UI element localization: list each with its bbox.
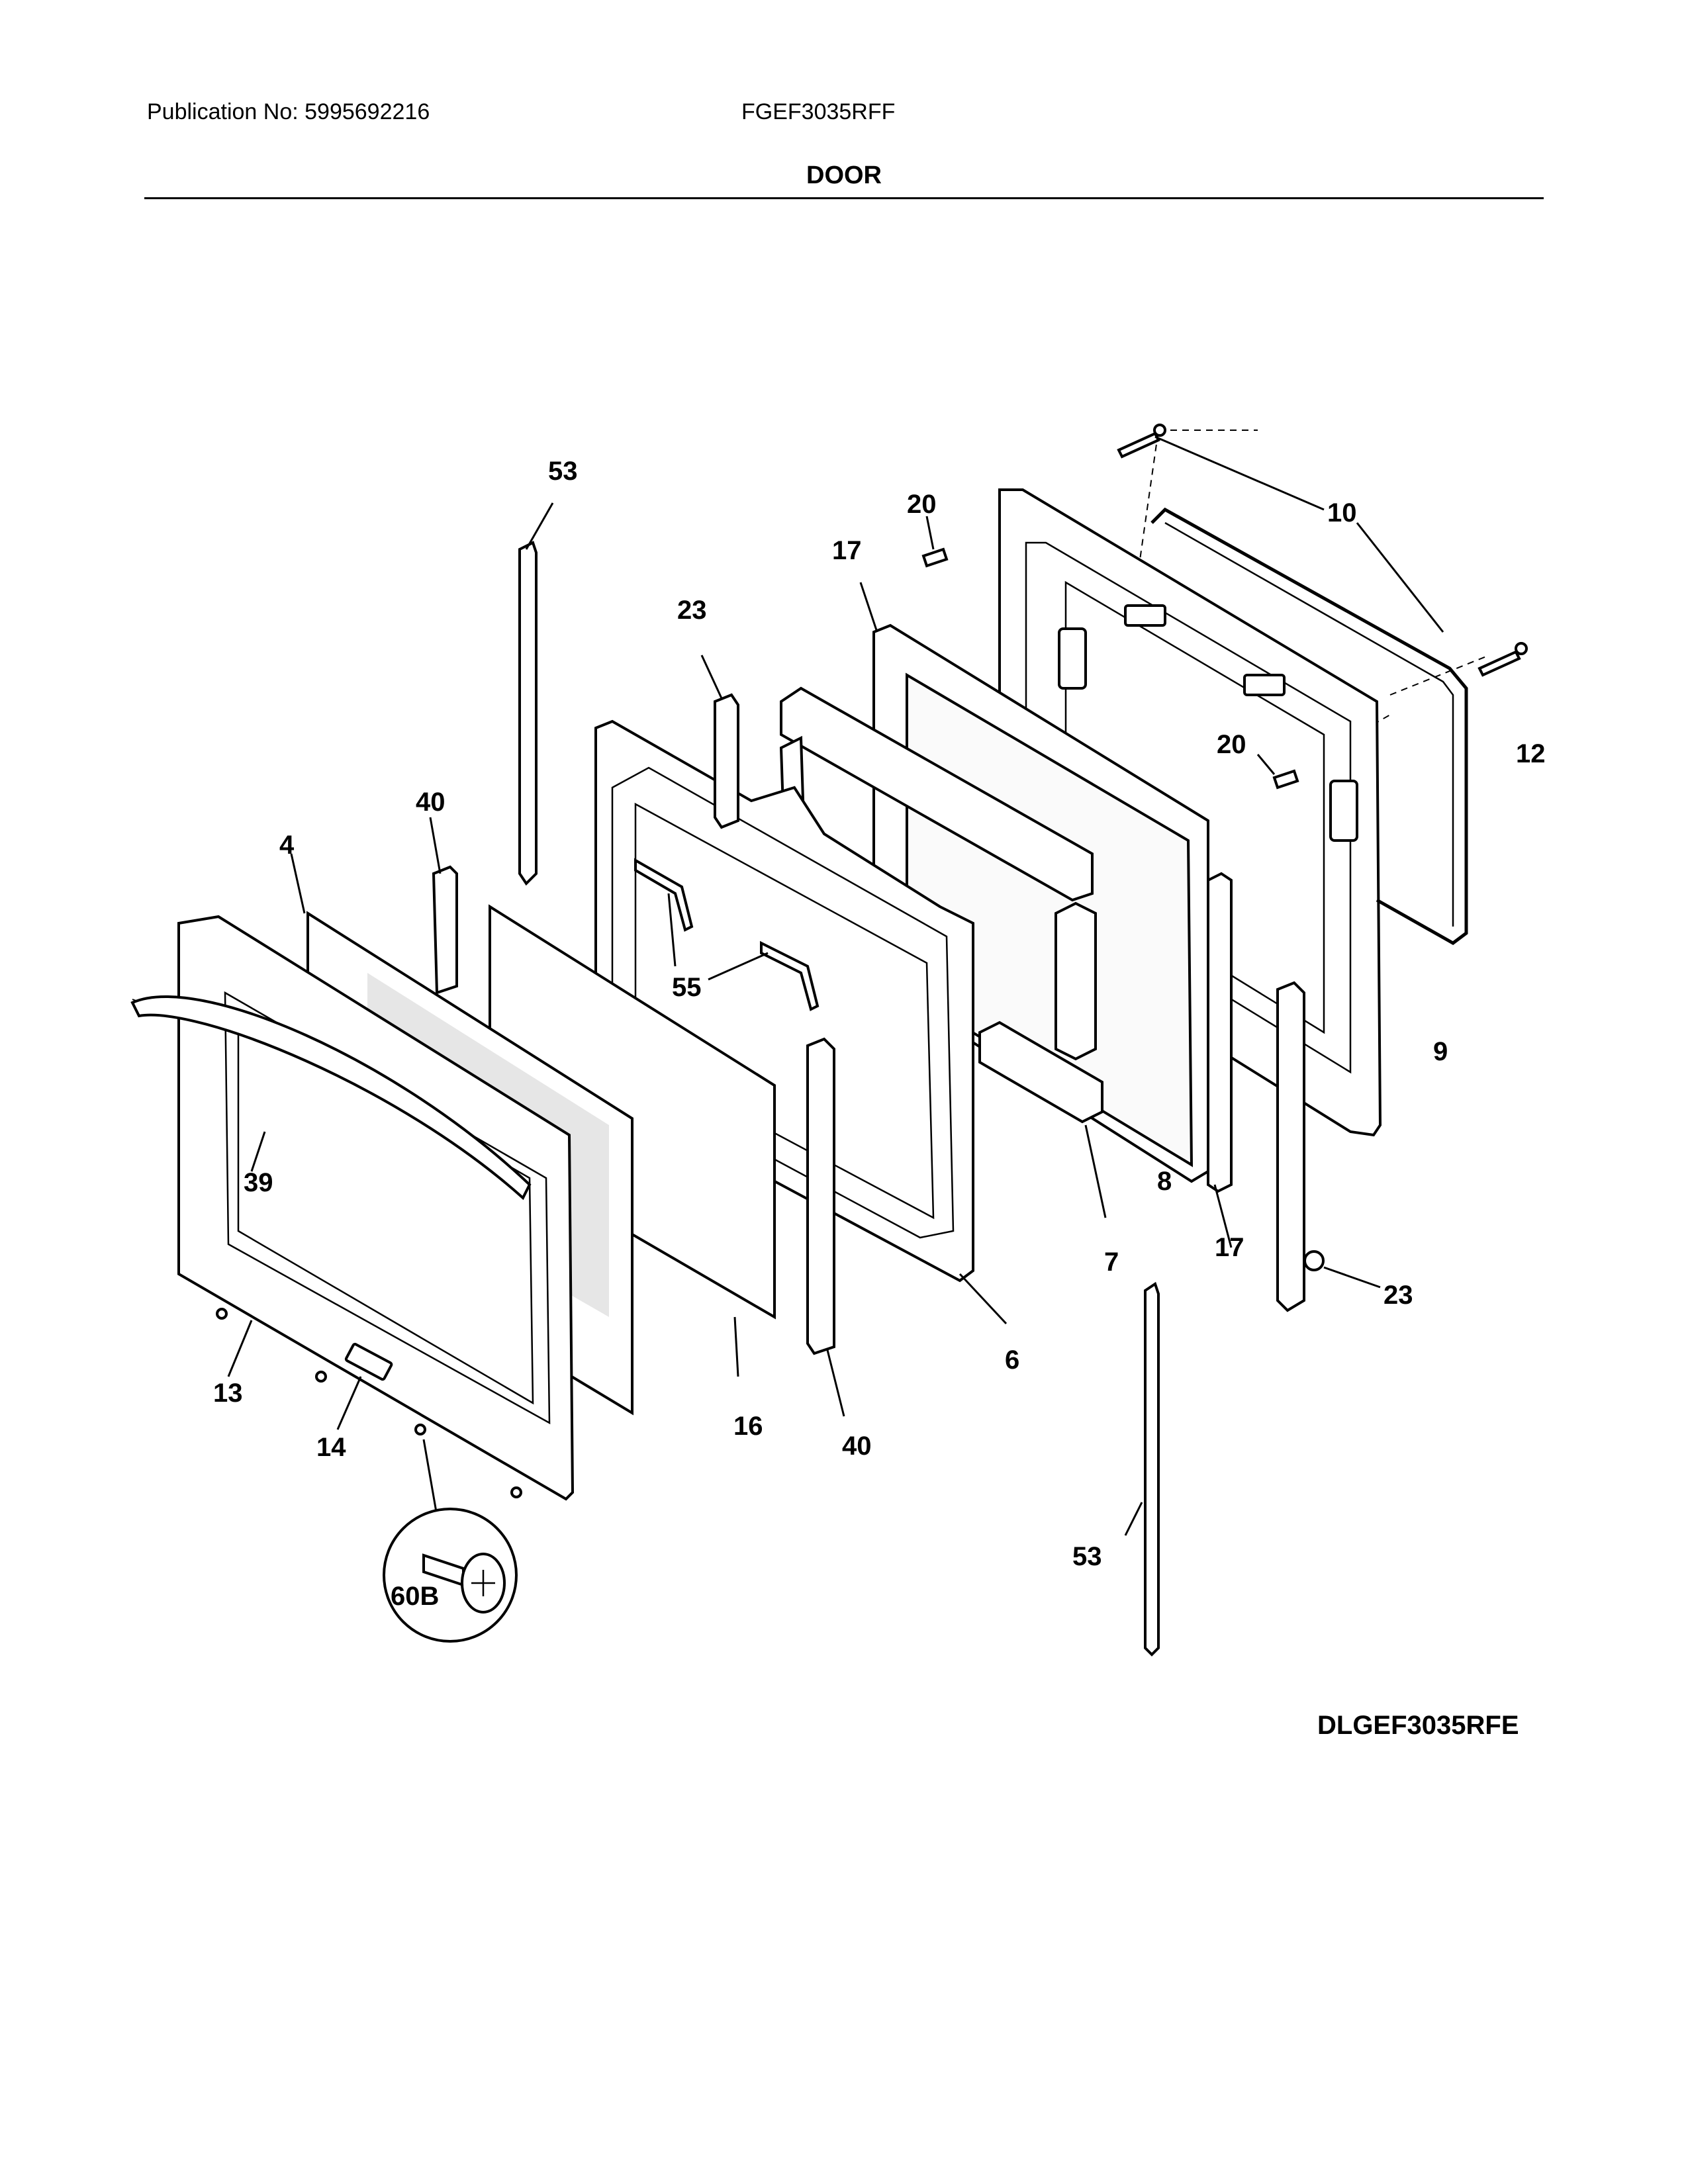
door-hinges xyxy=(700,655,1381,1312)
callout-12: 12 xyxy=(1516,739,1546,768)
diagram-code: DLGEF3035RFE xyxy=(1317,1711,1519,1740)
glass-clips xyxy=(921,516,1299,790)
door-screws xyxy=(216,1308,522,1516)
door-gasket xyxy=(1150,507,1468,945)
callout-17-top: 17 xyxy=(832,536,862,565)
callout-9: 9 xyxy=(1433,1037,1448,1066)
screw-detail xyxy=(383,1508,518,1643)
callout-23-top: 23 xyxy=(677,596,707,625)
side-trims xyxy=(518,502,1160,1657)
callout-53-bottom: 53 xyxy=(1072,1542,1102,1571)
callout-14: 14 xyxy=(316,1433,346,1462)
callout-40-bottom: 40 xyxy=(842,1432,872,1461)
callout-60b: 60B xyxy=(391,1582,439,1611)
callout-13: 13 xyxy=(213,1379,243,1408)
header-divider xyxy=(144,197,1544,199)
callout-20-right: 20 xyxy=(1217,730,1246,759)
callout-8: 8 xyxy=(1157,1167,1172,1196)
callout-7: 7 xyxy=(1104,1248,1119,1277)
door-handle xyxy=(130,995,532,1201)
callout-55: 55 xyxy=(672,973,702,1002)
model-number: FGEF3035RFF xyxy=(741,99,896,124)
callout-20-top: 20 xyxy=(907,490,937,519)
liner-brackets xyxy=(634,858,820,1011)
callout-16: 16 xyxy=(733,1412,763,1441)
callout-6: 6 xyxy=(1005,1345,1019,1375)
callout-23-bottom: 23 xyxy=(1383,1281,1413,1310)
publication-number: Publication No: 5995692216 xyxy=(147,99,430,124)
callout-4: 4 xyxy=(279,831,295,860)
callout-40-top: 40 xyxy=(416,788,445,817)
page-title: DOOR xyxy=(806,161,882,189)
callout-17-bottom: 17 xyxy=(1215,1233,1244,1262)
hinge-screws xyxy=(1117,424,1528,677)
door-liner xyxy=(594,719,1008,1325)
door-channels xyxy=(429,817,845,1417)
callout-53-top: 53 xyxy=(548,457,578,486)
callout-10: 10 xyxy=(1327,498,1357,527)
callout-39: 39 xyxy=(244,1168,273,1197)
